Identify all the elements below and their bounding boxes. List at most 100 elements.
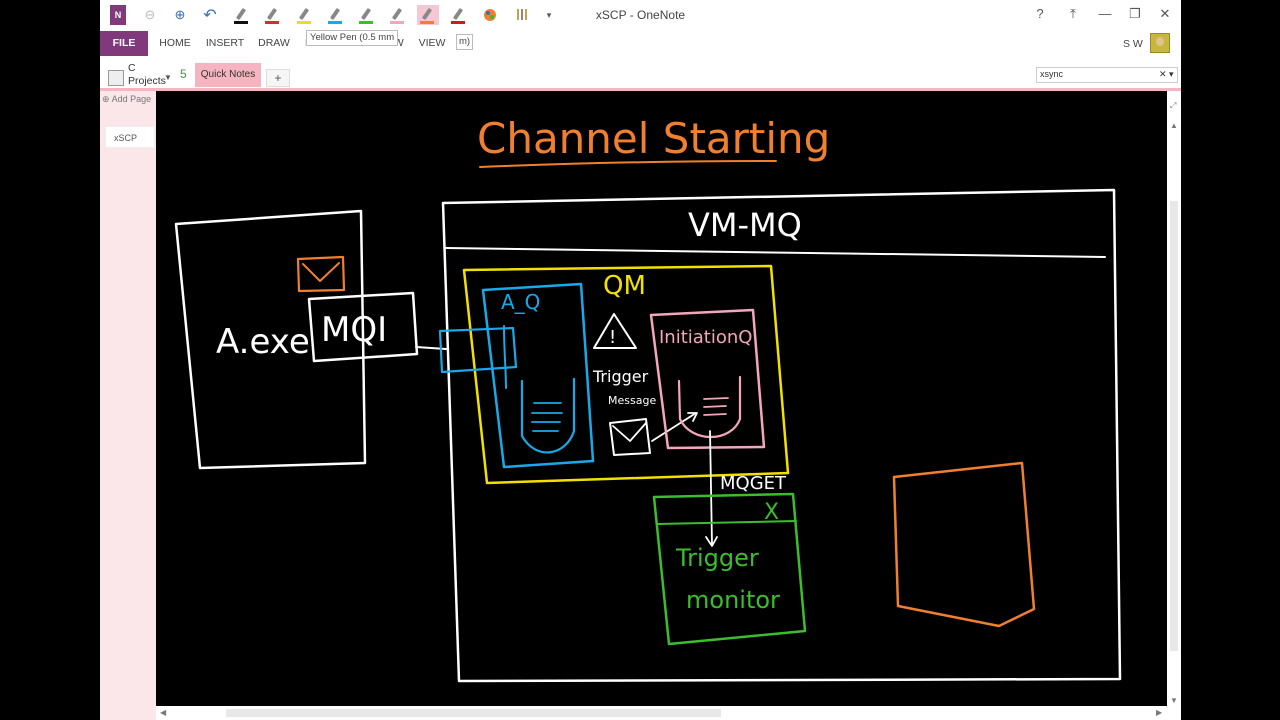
page-canvas[interactable]: Channel Starting A.exe MQI VM-MQ QM — [156, 91, 1167, 706]
add-page-label: Add Page — [111, 94, 152, 104]
ribbon-display-button[interactable]: ⤒ — [1070, 6, 1076, 21]
search-input[interactable]: xsync — [1040, 69, 1064, 79]
onenote-window: N ⊖ ⊕ ↶ ▾ xSCP - OneNote ? ⤒ — ❐ ✕ FILE … — [100, 0, 1181, 720]
pen-ink-swatch — [297, 21, 311, 24]
scroll-up-icon[interactable]: ▲ — [1170, 121, 1178, 130]
initiation-queue-box — [649, 308, 766, 450]
section-tab-quick-notes[interactable]: Quick Notes — [195, 63, 261, 87]
black-pen-button[interactable] — [231, 5, 253, 25]
notebook-dropdown-icon[interactable]: ▼ — [164, 73, 172, 82]
pen-ink-swatch — [390, 21, 404, 24]
tab-home[interactable]: HOME — [159, 37, 191, 49]
section-color-bar — [100, 88, 1181, 91]
mqget-arrow — [709, 430, 713, 545]
trigger-monitor-header — [657, 520, 797, 525]
orange-envelope-icon — [296, 255, 346, 293]
notebook-bar: C Projects ▼ 5 Quick Notes + — [100, 62, 1181, 88]
customize-toolbar-icon[interactable]: ▾ — [546, 9, 552, 20]
trigger-monitor-box — [652, 492, 807, 646]
ink-drawing: Channel Starting A.exe MQI VM-MQ QM — [174, 114, 1122, 683]
mqget-label: MQGET — [720, 473, 787, 494]
vertical-scroll-thumb[interactable] — [1170, 201, 1178, 651]
search-box[interactable]: xsync ✕ ▾ — [1036, 67, 1178, 83]
forward-icon[interactable]: ⊕ — [174, 7, 186, 22]
green-pen-button[interactable] — [356, 5, 378, 25]
title-underline — [479, 160, 777, 168]
minimize-button[interactable]: — — [1098, 6, 1112, 21]
trigger-message-label-1: Trigger — [592, 367, 649, 386]
qm-box — [462, 264, 790, 485]
window-title: xSCP - OneNote — [595, 8, 686, 22]
trigger-envelope-flap — [612, 422, 647, 442]
help-button[interactable]: ? — [1036, 6, 1044, 21]
horizontal-scrollbar[interactable]: ◀ ▶ — [156, 706, 1167, 720]
add-icon: ⊕ — [102, 94, 110, 104]
pen-ink-swatch — [420, 21, 434, 24]
pen-ink-swatch — [359, 21, 373, 24]
scroll-down-icon[interactable]: ▼ — [1170, 696, 1178, 705]
mqi-box — [307, 291, 419, 363]
search-scope-dropdown-icon[interactable]: ▾ — [1169, 69, 1174, 79]
mqget-arrowhead — [705, 536, 718, 547]
tab-file[interactable]: FILE — [100, 31, 148, 56]
add-section-button[interactable]: + — [266, 69, 290, 87]
initiation-queue-label: InitiationQ — [659, 327, 752, 348]
red-pen-button[interactable] — [262, 5, 284, 25]
horizontal-scroll-thumb[interactable] — [226, 709, 721, 717]
scroll-right-icon[interactable]: ▶ — [1156, 708, 1163, 717]
qm-label: QM — [603, 271, 646, 301]
page-expand-icon[interactable]: ⤢ — [1170, 101, 1177, 110]
trigger-arrow — [651, 412, 697, 442]
onenote-logo-icon: N — [110, 5, 126, 25]
local-queue-box — [481, 282, 595, 469]
tooltip-fragment: m) — [456, 34, 474, 50]
tab-insert[interactable]: INSERT — [205, 37, 245, 49]
app-label: A.exe — [216, 322, 310, 362]
maximize-button[interactable]: ❐ — [1129, 6, 1141, 21]
close-button[interactable]: ✕ — [1159, 6, 1171, 21]
notebook-icon[interactable] — [108, 70, 124, 86]
trigger-monitor-label-2: monitor — [686, 586, 780, 614]
avatar[interactable] — [1150, 33, 1170, 53]
queue-internal-line — [503, 325, 507, 389]
pen-ink-swatch — [451, 21, 465, 24]
avatar-face-icon — [1156, 37, 1164, 46]
color-palette-icon[interactable] — [482, 5, 498, 25]
orange-pen-button[interactable] — [417, 5, 439, 25]
alert-glyph: ! — [609, 327, 616, 348]
orange-channel-box — [892, 461, 1036, 628]
pen-case-icon[interactable] — [512, 5, 534, 25]
pink-pen-button[interactable] — [387, 5, 409, 25]
trigger-monitor-close: X — [764, 500, 779, 525]
tab-view[interactable]: VIEW — [418, 37, 446, 49]
red-pen-2-button[interactable] — [448, 5, 470, 25]
tab-draw[interactable]: DRAW — [258, 37, 290, 49]
ribbon-tabs: FILE HOME INSERT DRAW HISTORY REVIEW VIE… — [100, 31, 1181, 56]
yellow-pen-button[interactable] — [294, 5, 316, 25]
back-icon[interactable]: ⊖ — [144, 7, 156, 22]
trigger-message-label-2: Message — [608, 394, 656, 407]
notebook-name[interactable]: C Projects — [128, 62, 166, 87]
page-pane: ⊕ Add Page xSCP — [100, 91, 156, 720]
notebook-name-line1: C — [128, 62, 136, 74]
title-bar: N ⊖ ⊕ ↶ ▾ xSCP - OneNote ? ⤒ — ❐ ✕ — [100, 0, 1181, 30]
queue-label: A_Q — [501, 290, 540, 314]
pen-ink-swatch — [234, 21, 248, 24]
pens-icon — [517, 9, 527, 20]
vm-header-divider — [445, 247, 1106, 258]
queue-cup — [520, 377, 576, 454]
back-count[interactable]: 5 — [180, 67, 187, 81]
add-page-button[interactable]: ⊕ Add Page — [102, 94, 151, 105]
vertical-scrollbar[interactable]: ⤢ ▲ ▼ — [1167, 91, 1181, 720]
trigger-envelope-icon — [609, 418, 651, 456]
app-box — [174, 209, 367, 470]
vm-label: VM-MQ — [688, 206, 802, 244]
alert-triangle-icon — [593, 313, 637, 349]
undo-icon[interactable]: ↶ — [203, 7, 217, 24]
user-initials[interactable]: S W — [1123, 38, 1143, 50]
page-item-xscp[interactable]: xSCP — [105, 126, 155, 148]
scroll-left-icon[interactable]: ◀ — [160, 708, 167, 717]
cyan-pen-button[interactable] — [325, 5, 347, 25]
clear-search-icon[interactable]: ✕ — [1159, 69, 1167, 79]
trigger-monitor-label-1: Trigger — [675, 544, 759, 572]
